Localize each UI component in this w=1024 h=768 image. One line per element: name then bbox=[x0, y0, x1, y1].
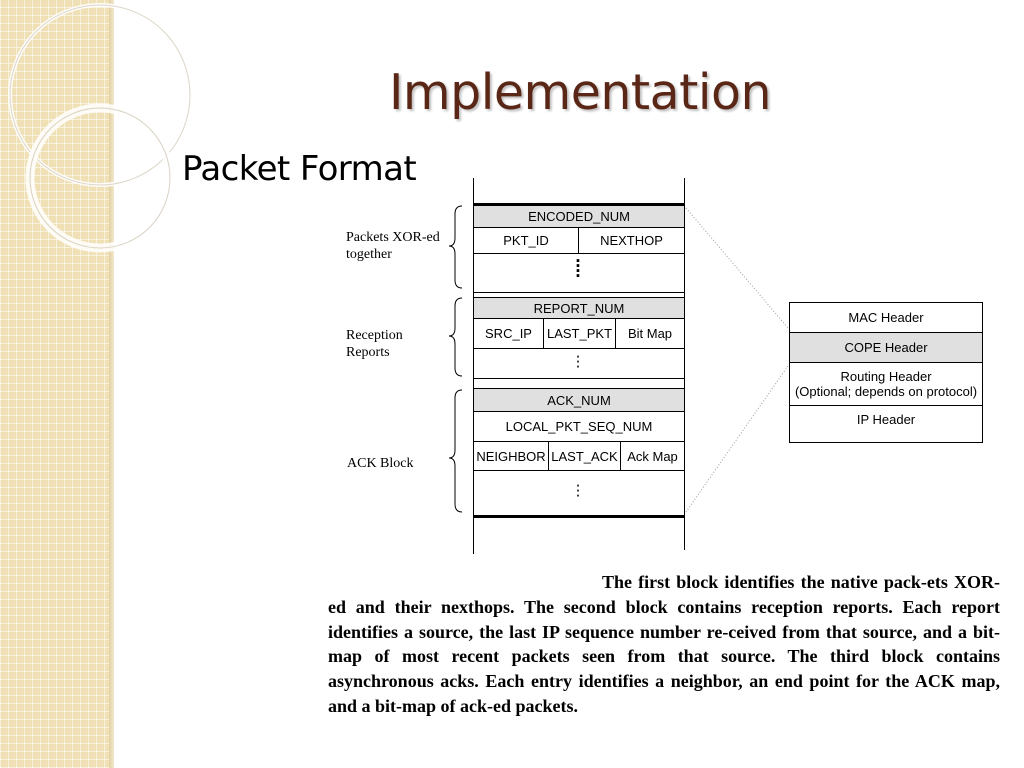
stack-cope-header: COPE Header bbox=[789, 332, 983, 363]
block2-continuation bbox=[473, 348, 685, 379]
field-src-ip: SRC_IP bbox=[473, 318, 544, 349]
caption-paragraph: The first block identifies the native pa… bbox=[328, 570, 1000, 719]
braces bbox=[448, 205, 463, 513]
caption-text: The first block identifies the native pa… bbox=[328, 572, 1000, 716]
field-pkt-id: PKT_ID bbox=[473, 227, 579, 254]
field-local-pkt-seq-num: LOCAL_PKT_SEQ_NUM bbox=[473, 411, 685, 442]
field-encoded-num: ENCODED_NUM bbox=[473, 205, 685, 228]
label-ack-block: ACK Block bbox=[347, 456, 414, 471]
slide-title: Implementation bbox=[388, 64, 772, 121]
diagram-bottom-line bbox=[473, 515, 685, 518]
connector-lines bbox=[685, 207, 789, 513]
field-nexthop: NEXTHOP bbox=[578, 227, 685, 254]
slide-subtitle: Packet Format bbox=[182, 149, 417, 189]
field-neighbor: NEIGHBOR bbox=[473, 441, 549, 471]
decorative-rings bbox=[8, 3, 192, 253]
label-reception-reports: Reception Reports bbox=[346, 328, 403, 360]
field-ack-num: ACK_NUM bbox=[473, 388, 685, 412]
field-last-pkt: LAST_PKT bbox=[543, 318, 616, 349]
stack-ip-header: IP Header bbox=[789, 405, 983, 443]
ellipsis-vertical: ··· bbox=[575, 348, 581, 376]
routing-header-note: (Optional; depends on protocol) bbox=[794, 384, 978, 399]
stack-mac-header: MAC Header bbox=[789, 302, 983, 333]
field-report-num: REPORT_NUM bbox=[473, 297, 685, 319]
field-last-ack: LAST_ACK bbox=[548, 441, 621, 471]
block1-continuation bbox=[473, 253, 685, 293]
field-ack-map: Ack Map bbox=[620, 441, 685, 471]
ellipsis-vertical: ···· bbox=[575, 252, 581, 285]
ellipsis-vertical: ··· bbox=[575, 477, 581, 505]
stack-routing-header: Routing Header (Optional; depends on pro… bbox=[789, 362, 983, 406]
label-packets-xored: Packets XOR-ed together bbox=[346, 230, 440, 262]
diagram-top-line bbox=[473, 203, 685, 206]
routing-header-label: Routing Header bbox=[840, 369, 932, 384]
field-bit-map: Bit Map bbox=[615, 318, 685, 349]
decorative-side-edge bbox=[109, 0, 114, 768]
